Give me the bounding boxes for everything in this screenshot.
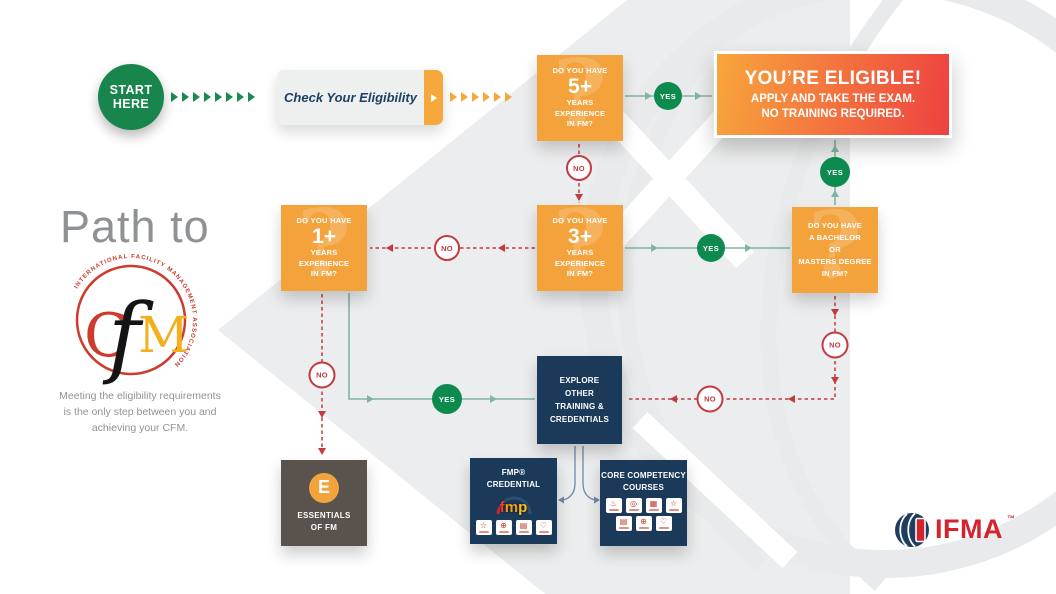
flow-chevron-icon — [182, 92, 189, 102]
fmp-letter-p: p — [518, 499, 528, 517]
flow-chevron-icon — [193, 92, 200, 102]
fmp-letter-f: f — [499, 499, 505, 517]
no-badge: NO — [566, 155, 592, 181]
orange-chevrons — [450, 92, 512, 102]
question-text: DO YOU HAVE A BACHELOR OR MASTERS DEGREE… — [798, 221, 872, 278]
course-tile-icon: ▤ — [615, 516, 632, 532]
cfm-letter-c: C — [84, 301, 130, 371]
explore-split-arrowheads — [558, 496, 600, 504]
question-intro: DO YOU HAVE — [296, 215, 352, 225]
core-competency-box: CORE COMPETENCY COURSES ♨ ◎ ▦ ☆ ▤ ⊕ ♡ — [600, 460, 687, 546]
yes-arrowheads — [367, 92, 839, 403]
question-1plus-years: ? DO YOU HAVE 1+ YEARS EXPERIENCE IN FM? — [281, 205, 367, 291]
flow-chevron-icon — [472, 92, 479, 102]
chevron-right-icon — [430, 93, 437, 102]
check-eligibility-box: Check Your Eligibility — [277, 70, 443, 125]
flow-chevron-icon — [204, 92, 211, 102]
flow-chevron-icon — [171, 92, 178, 102]
essentials-e-icon: E — [309, 472, 339, 503]
flow-chevron-icon — [505, 92, 512, 102]
course-tile-icon: ☆ — [475, 520, 492, 536]
youre-eligible-banner: YOU’RE ELIGIBLE! APPLY AND TAKE THE EXAM… — [714, 51, 952, 138]
no-badge: NO — [696, 385, 724, 413]
question-value: 5+ — [568, 74, 592, 98]
course-tile-icon: ▤ — [515, 520, 532, 536]
cfm-ring — [75, 264, 187, 376]
fmp-letter-m: m — [504, 499, 519, 517]
question-5plus-years: ? DO YOU HAVE 5+ YEARS EXPERIENCE IN FM? — [537, 55, 623, 141]
flow-chevron-icon — [461, 92, 468, 102]
course-tile-icon: ▦ — [645, 498, 662, 514]
essentials-label: ESSENTIALS OF FM — [297, 510, 351, 532]
green-chevrons — [171, 92, 255, 102]
essentials-of-fm-box: E ESSENTIALS OF FM — [281, 460, 367, 546]
yes-badge: YES — [432, 384, 462, 414]
course-tile-icon: ♨ — [605, 498, 622, 514]
question-rest: YEARS EXPERIENCE IN FM? — [298, 247, 350, 279]
question-degree: ? DO YOU HAVE A BACHELOR OR MASTERS DEGR… — [792, 207, 878, 293]
course-tile-icon: ☆ — [665, 498, 682, 514]
chevron-right-tab — [424, 70, 443, 125]
trademark-symbol: ™ — [1006, 514, 1015, 523]
question-rest: YEARS EXPERIENCE IN FM? — [554, 97, 606, 129]
ifma-logo: IFMA ™ — [893, 511, 1015, 549]
question-mark-watermark: ? — [553, 55, 607, 141]
ifma-wordmark: IFMA — [935, 514, 1003, 544]
yes-badge: YES — [820, 157, 850, 187]
course-tile-icon: ♡ — [535, 520, 552, 536]
fmp-course-tiles: ☆ ⊕ ▤ ♡ — [470, 520, 557, 536]
question-value: 1+ — [312, 224, 336, 248]
cfm-logo: INTERNATIONAL FACILITY MANAGEMENT ASSOCI… — [74, 254, 196, 387]
yes-badge: YES — [654, 82, 682, 110]
no-badge: NO — [434, 235, 460, 261]
flow-chevron-icon — [226, 92, 233, 102]
question-value: 3+ — [568, 224, 592, 248]
yes-badge: YES — [697, 234, 725, 262]
flow-chevron-icon — [450, 92, 457, 102]
no-arrowheads — [318, 194, 839, 455]
page-title: Path to — [60, 201, 210, 252]
flow-chevron-icon — [215, 92, 222, 102]
question-mark-watermark: ? — [808, 207, 862, 293]
flow-chevron-icon — [237, 92, 244, 102]
fmp-gauge-arc-icon — [496, 496, 531, 515]
core-course-tiles-row2: ▤ ⊕ ♡ — [600, 516, 687, 532]
eligible-title: YOU’RE ELIGIBLE! — [744, 67, 922, 89]
explore-split-lines — [562, 446, 596, 501]
course-tile-icon: ◎ — [625, 498, 642, 514]
course-tile-icon: ⊕ — [635, 516, 652, 532]
flow-chevron-icon — [494, 92, 501, 102]
explore-other-training-box: EXPLORE OTHER TRAINING & CREDENTIALS — [537, 356, 622, 444]
ifma-globe-icon — [895, 512, 929, 548]
core-course-tiles-row1: ♨ ◎ ▦ ☆ — [600, 498, 687, 514]
cfm-caption: Meeting the eligibility requirements is … — [59, 390, 221, 434]
course-tile-icon: ♡ — [655, 516, 672, 532]
fmp-title: FMP® CREDENTIAL — [486, 468, 541, 489]
no-badge: NO — [821, 331, 849, 359]
course-tile-icon: ⊕ — [495, 520, 512, 536]
question-intro: DO YOU HAVE — [552, 215, 608, 225]
question-rest: YEARS EXPERIENCE IN FM? — [554, 247, 606, 279]
core-title: CORE COMPETENCY COURSES — [601, 471, 686, 492]
check-eligibility-label: Check Your Eligibility — [284, 90, 417, 105]
eligible-subtitle: APPLY AND TAKE THE EXAM. NO TRAINING REQ… — [750, 92, 916, 120]
cfm-letter-m: M — [138, 306, 189, 364]
no-badge: NO — [308, 361, 336, 389]
question-intro: DO YOU HAVE — [552, 65, 608, 75]
start-here-badge: START HERE — [98, 64, 164, 130]
question-mark-watermark: ? — [553, 205, 607, 291]
question-mark-watermark: ? — [297, 205, 351, 291]
question-3plus-years: ? DO YOU HAVE 3+ YEARS EXPERIENCE IN FM? — [537, 205, 623, 291]
flow-chevron-icon — [483, 92, 490, 102]
flow-chevron-icon — [248, 92, 255, 102]
